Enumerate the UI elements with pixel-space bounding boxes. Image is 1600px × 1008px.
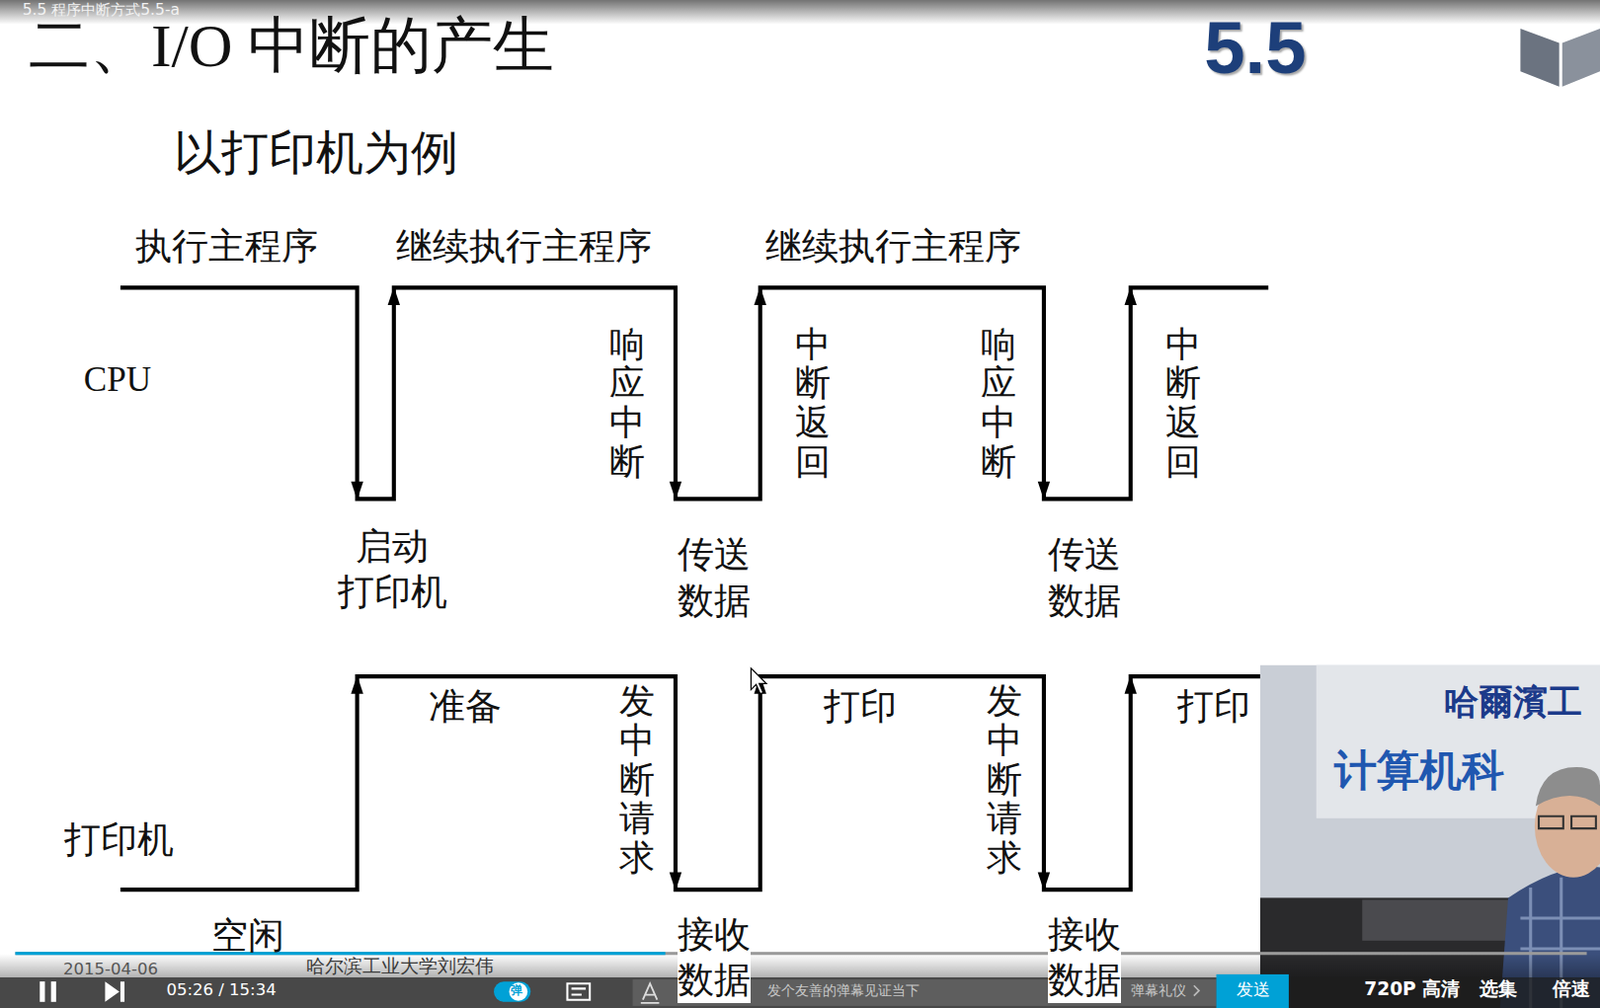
time-display: 05:26 / 15:34 [165, 980, 276, 1001]
waveforms [120, 287, 1269, 890]
action-label: 接收 数据 [677, 911, 751, 1004]
arrowhead [1038, 481, 1050, 501]
danmaku-toggle [493, 981, 531, 1003]
phase-label: 继续执行主程序 [765, 224, 1022, 269]
quality-button: 720P 高清 [1363, 978, 1460, 1001]
date-stamp: 2015-04-06 [63, 960, 159, 980]
event-label: 响应中断 [609, 324, 645, 482]
arrowhead [350, 481, 363, 501]
chevron [1194, 985, 1200, 996]
pause-bar [39, 981, 45, 1003]
input-placeholder: 发个友善的弹幕见证当下 [767, 982, 920, 1000]
bar-strip [0, 977, 1600, 1008]
text-style-icon [640, 983, 660, 1004]
event-label: 响应中断 [980, 324, 1017, 482]
webcam-glasses [1538, 816, 1597, 829]
player-bar [0, 952, 1600, 1008]
menu-button: 倍速 [1552, 978, 1591, 1001]
video-title-overlay: 5.5 程序中断方式5.5-a [22, 0, 180, 20]
bar-fade [0, 954, 1600, 978]
phase-label: 空闲 [211, 913, 285, 959]
event-label: 发中断请求 [619, 681, 655, 879]
link-text: 弹幕礼仪 [1130, 982, 1187, 1000]
event-label: 发中断请求 [986, 681, 1023, 879]
event-label: 中断返回 [1165, 324, 1201, 482]
banner-text: 计算机科 [1334, 744, 1505, 797]
arrowhead [388, 286, 400, 306]
danmaku-icon-text: 弹 [510, 983, 523, 999]
book-page [1520, 28, 1559, 87]
action-label: 接收 数据 [1047, 911, 1121, 1004]
phase-label: 打印 [823, 684, 897, 729]
arrowhead [1124, 675, 1137, 695]
webcam-banner [1316, 665, 1600, 819]
phase-label: 执行主程序 [135, 224, 319, 269]
action-label: 传送 数据 [1047, 531, 1121, 624]
banner-text: 哈爾濱工 [1443, 681, 1583, 723]
next-icon [104, 981, 125, 1003]
danmaku-settings-icon [566, 983, 590, 1001]
phase-label: 准备 [428, 684, 502, 729]
book-page [1562, 28, 1600, 87]
action-label: 启动 打印机 [337, 523, 448, 616]
webcam-hair [1535, 767, 1600, 806]
webcam-laptop [1361, 899, 1516, 941]
progress-fill [14, 952, 665, 956]
arrowhead [350, 675, 363, 695]
arrowhead [754, 286, 767, 306]
watermark: 哈尔滨工业大学刘宏伟 [306, 956, 494, 978]
phase-label: 打印 [1177, 684, 1251, 729]
section-number: 5.5 [1203, 11, 1306, 85]
signal-name: 打印机 [64, 817, 174, 863]
subtitle: 以打印机为例 [173, 124, 459, 181]
send-button [1216, 974, 1289, 1008]
arrowheads [350, 286, 1137, 891]
action-label: 传送 数据 [677, 531, 751, 624]
arrowhead [1124, 286, 1137, 306]
danmaku-knob [509, 982, 529, 1002]
menu-button: 选集 [1479, 978, 1518, 1001]
signal-name: CPU [83, 359, 152, 401]
event-label: 中断返回 [795, 324, 831, 482]
mouse-cursor [750, 668, 766, 695]
arrowhead [1038, 873, 1050, 892]
page-title: 二、I/O 中断的产生 [28, 8, 555, 82]
printer-waveform [120, 676, 1261, 890]
arrowhead [669, 481, 682, 501]
cpu-waveform [120, 287, 1269, 499]
book-icon [1520, 28, 1600, 87]
pause-bar [51, 981, 57, 1003]
button-text: 发送 [1236, 980, 1271, 1001]
arrowhead [669, 873, 682, 892]
phase-label: 继续执行主程序 [396, 224, 652, 269]
